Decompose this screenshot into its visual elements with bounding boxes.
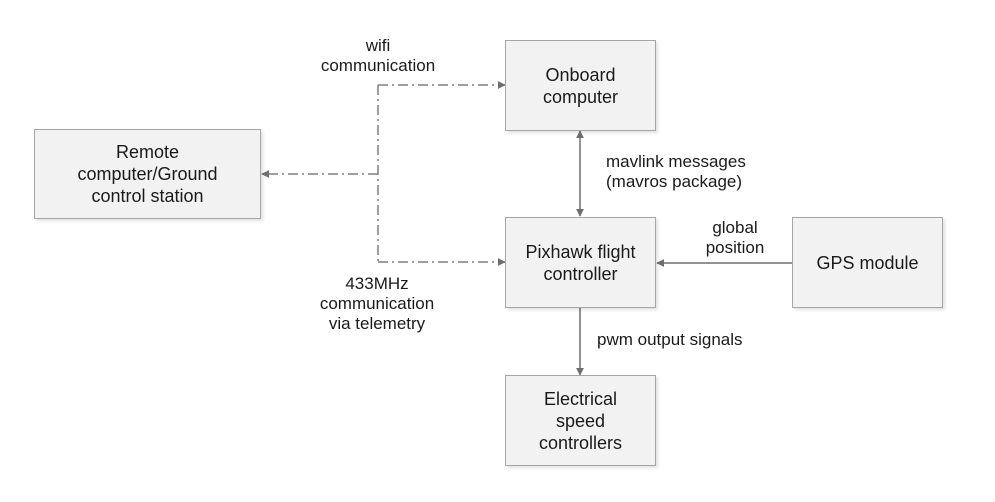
telemetry-label-line-3: via telemetry (328, 314, 426, 333)
global-position-label: global position (690, 218, 780, 258)
onboard-computer-line-2: computer (542, 86, 619, 107)
pixhawk-line-1: Pixhawk flight (525, 241, 636, 262)
remote-computer-node: Remote computer/Ground control station (34, 129, 261, 219)
esc-line-1: Electrical (543, 388, 618, 409)
pwm-label-line-1: pwm output signals (597, 330, 743, 349)
wifi-label: wifi communication (303, 36, 453, 76)
pixhawk-line-2: controller (543, 263, 618, 284)
telemetry-label-line-1: 433MHz (345, 274, 409, 293)
pwm-label: pwm output signals (597, 330, 777, 350)
global-position-label-line-2: position (705, 238, 765, 257)
onboard-computer-node: Onboard computer (505, 40, 656, 131)
onboard-computer-line-1: Onboard (545, 64, 616, 85)
remote-computer-line-2: computer/Ground (77, 164, 218, 184)
gps-module-line-1: GPS module (816, 252, 919, 273)
mavlink-label-line-2: (mavros package) (606, 172, 743, 191)
wifi-label-line-2: communication (320, 56, 436, 75)
remote-computer-line-3: control station (91, 186, 204, 206)
wifi-label-line-1: wifi (365, 36, 391, 55)
remote-computer-line-1: Remote (115, 142, 180, 162)
esc-node: Electrical speed controllers (505, 375, 656, 466)
esc-line-3: controllers (538, 432, 623, 453)
mavlink-label: mavlink messages (mavros package) (606, 152, 776, 192)
pixhawk-node: Pixhawk flight controller (505, 217, 656, 308)
telemetry-label-line-2: communication (319, 294, 435, 313)
gps-module-node: GPS module (792, 217, 943, 308)
global-position-label-line-1: global (712, 218, 758, 237)
esc-line-2: speed (555, 410, 606, 431)
mavlink-label-line-1: mavlink messages (606, 152, 746, 171)
telemetry-label: 433MHz communication via telemetry (302, 274, 452, 334)
